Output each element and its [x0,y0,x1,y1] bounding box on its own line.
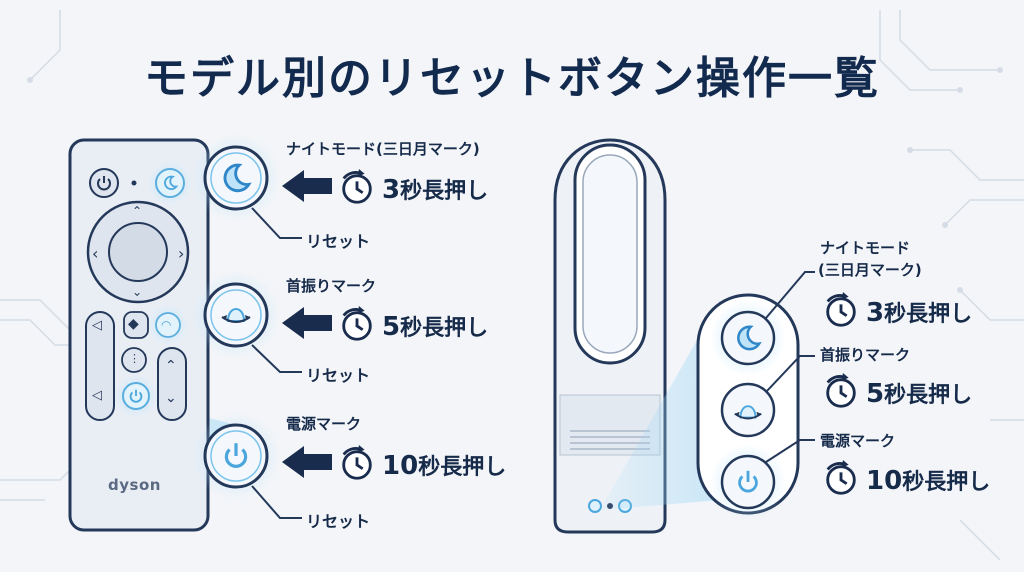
power-icon[interactable] [127,387,145,405]
chevron-down-icon[interactable]: ⌃ [165,388,177,404]
droplet-icon[interactable]: ◆ [128,316,139,332]
remote-time-2: 5秒長押し [382,312,489,342]
fan-label-moon-2: (三日月マーク) [818,261,922,279]
remote-label-power: 電源マーク [286,415,362,433]
timer-icon[interactable]: ⋮⋮ [129,352,151,365]
timer-icon [826,292,856,327]
timer-icon [342,445,372,480]
timer-icon [826,373,856,408]
speaker-up-icon[interactable]: ◁ [92,318,102,333]
chevron-down-icon[interactable]: ⌃ [132,284,143,298]
moon-icon[interactable] [161,174,179,192]
chevron-up-icon[interactable]: ⌃ [165,358,177,374]
timer-icon [342,306,372,341]
power-icon [224,443,248,468]
timer-icon [826,460,856,495]
oscillation-icon[interactable] [731,393,765,427]
power-icon[interactable] [94,173,114,193]
dyson-logo: dyson [108,476,161,494]
chevron-left-icon[interactable]: ‹ [92,244,99,263]
chevron-right-icon[interactable]: › [178,244,185,263]
remote-time-1: 3秒長押し [382,175,489,205]
remote-time-3: 10秒長押し [382,451,507,481]
circuit-background [0,10,1024,561]
oscillation-icon[interactable]: ◠ [161,318,172,332]
fan-label-osc: 首振りマーク [820,346,911,364]
fan-time-2: 5秒長押し [866,379,973,409]
fan-label-power: 電源マーク [820,432,896,450]
fan-device [553,138,667,534]
timer-icon [342,169,372,204]
remote-label-osc: 首振りマーク [286,277,377,295]
remote-reset-1: リセット [306,232,371,251]
remote-reset-2: リセット [306,366,371,385]
moon-icon [223,163,252,193]
speaker-down-icon[interactable]: ◁ [92,388,102,403]
fan-time-1: 3秒長押し [866,298,973,328]
moon-icon[interactable] [734,324,762,352]
fan-label-moon-1: ナイトモード [820,239,911,257]
remote-control [68,138,210,532]
power-icon[interactable] [734,468,762,496]
page-title: モデル別のリセットボタン操作一覧 [144,53,880,104]
fan-time-3: 10秒長押し [866,466,991,496]
chevron-up-icon[interactable]: ⌃ [132,204,143,218]
remote-label-moon: ナイトモード(三日月マーク) [286,140,480,158]
arrows [282,170,332,478]
remote-reset-3: リセット [306,512,371,531]
oscillation-icon [221,308,251,323]
